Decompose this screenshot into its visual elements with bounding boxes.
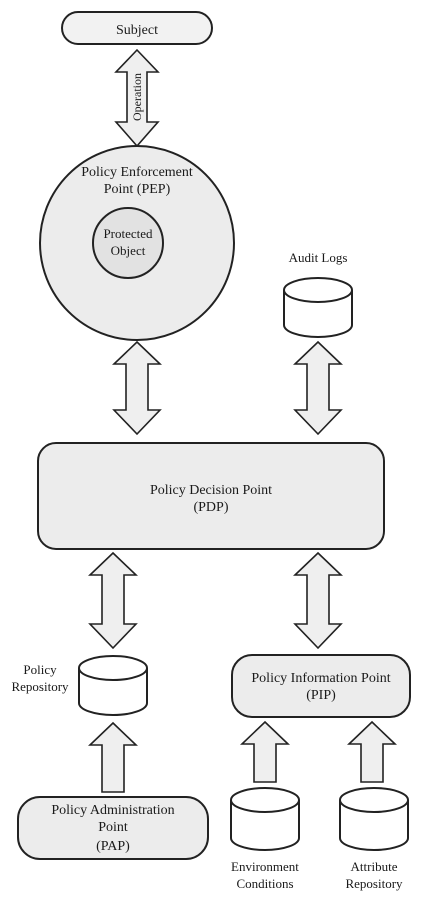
pap-label-line2: Point — [98, 820, 128, 835]
pip-node: Policy Information Point (PIP) — [231, 654, 411, 718]
pdp-repository-arrow — [88, 551, 138, 650]
pep-node: Policy Enforcement Point (PEP) Protected… — [39, 145, 235, 341]
environment-pip-arrow — [240, 720, 290, 783]
policy-repository-node: Policy Repository — [11, 655, 148, 716]
pdp-node: Policy Decision Point (PDP) — [37, 442, 385, 550]
pep-pdp-arrow — [112, 340, 162, 436]
subject-node: Subject — [61, 11, 213, 45]
environment-conditions-label-line2: Conditions — [236, 876, 293, 891]
attribute-repository-node: Attribute Repository — [339, 787, 409, 891]
pdp-label-line2: (PDP) — [193, 500, 228, 515]
pdp-label-line1: Policy Decision Point — [150, 483, 272, 498]
subject-label: Subject — [116, 23, 158, 38]
attribute-repository-label-line2: Repository — [345, 876, 403, 891]
pap-node: Policy Administration Point (PAP) — [17, 796, 209, 860]
pip-label-line1: Policy Information Point — [251, 671, 390, 686]
pip-label-line2: (PIP) — [306, 688, 336, 703]
protected-object-label-line1: Protected — [103, 226, 153, 241]
audit-logs-label: Audit Logs — [289, 250, 348, 265]
operation-label: Operation — [130, 73, 144, 121]
pap-repository-arrow — [88, 721, 138, 793]
operation-arrow: Operation — [114, 48, 160, 148]
pap-label-line1: Policy Administration — [51, 803, 174, 818]
protected-object-label-line2: Object — [111, 243, 146, 258]
attribute-repository-label-line1: Attribute — [351, 859, 398, 874]
policy-repository-label-line2: Repository — [11, 679, 69, 694]
pdp-pip-arrow — [293, 551, 343, 650]
audit-logs-node: Audit Logs — [283, 250, 353, 338]
pep-label-line2: Point (PEP) — [104, 182, 171, 197]
pap-label-line3: (PAP) — [96, 839, 130, 854]
environment-conditions-label-line1: Environment — [231, 859, 299, 874]
pep-label-line1: Policy Enforcement — [81, 165, 193, 180]
policy-repository-label-line1: Policy — [23, 662, 57, 677]
environment-conditions-node: Environment Conditions — [230, 787, 300, 891]
attribute-pip-arrow — [347, 720, 397, 783]
audit-pdp-arrow — [293, 340, 343, 436]
